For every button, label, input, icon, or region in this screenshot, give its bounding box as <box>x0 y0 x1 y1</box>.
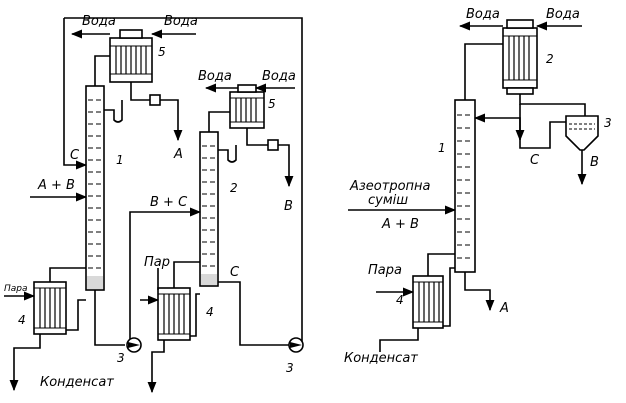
product-b-label: В <box>284 199 293 214</box>
right-condenser-2: 2 <box>502 19 554 95</box>
water-label-mid-in: Вода <box>262 69 296 84</box>
column-2: 2 <box>199 131 238 287</box>
right-reboiler-4: 4 <box>396 275 444 329</box>
right-water-in-label: Вода <box>546 7 580 22</box>
right-separator-3: 3 <box>565 115 612 151</box>
right-product-b-label: В <box>590 155 599 170</box>
right-product-a-label: А <box>499 301 509 316</box>
feed-label: А + В <box>37 178 75 193</box>
water-label-top-out: Вода <box>82 14 116 29</box>
condenser-5-top: 5 <box>109 29 166 83</box>
column-1: 1 <box>85 85 124 291</box>
right-water-out-label: Вода <box>466 7 500 22</box>
reboiler-4-left: 4 <box>18 281 67 335</box>
right-reboiler-4-number: 4 <box>396 293 404 307</box>
product-a-label: А <box>173 147 183 162</box>
water-label-mid-out: Вода <box>198 69 232 84</box>
condenser-5-mid: 5 <box>229 84 276 129</box>
right-feed-label: А + В <box>381 217 419 232</box>
reboiler-4-mid: 4 <box>157 287 214 341</box>
column-2-number: 2 <box>230 181 238 195</box>
pump-3-right-number: 3 <box>286 361 294 375</box>
recycle-c-label: С <box>70 148 80 163</box>
pump-3-left: 3 <box>117 337 142 365</box>
stream-c-bottom-label: С <box>230 265 240 280</box>
reboiler-4-left-number: 4 <box>18 313 26 327</box>
reboiler-4-mid-number: 4 <box>206 305 214 319</box>
right-column-1-number: 1 <box>438 141 446 155</box>
steam-mid-label: Пар <box>144 255 170 270</box>
water-label-top-in: Вода <box>164 14 198 29</box>
right-steam-label: Пара <box>368 263 402 278</box>
right-stream-c-label: С <box>530 153 540 168</box>
condensate-label-left: Конденсат <box>40 375 114 390</box>
condenser-5-top-number: 5 <box>158 45 166 59</box>
right-condenser-2-number: 2 <box>546 52 554 66</box>
right-scheme: 1 2 Вода Вода 3 <box>344 7 612 366</box>
right-separator-3-number: 3 <box>604 116 612 130</box>
azeotrope-label-line1: Азеотропна <box>349 179 431 194</box>
left-scheme: 1 5 Вода Вода А <box>4 14 304 394</box>
right-column-1: 1 <box>438 99 476 273</box>
mid-stream-label: В + С <box>150 195 188 210</box>
column-1-number: 1 <box>116 153 124 167</box>
condenser-5-mid-number: 5 <box>268 97 276 111</box>
pump-3-left-number: 3 <box>117 351 125 365</box>
right-condensate-label: Конденсат <box>344 351 418 366</box>
pump-3-right: 3 <box>286 337 304 375</box>
azeotrope-label-line2: суміш <box>368 193 408 208</box>
steam-left-label: Пара <box>4 284 28 294</box>
